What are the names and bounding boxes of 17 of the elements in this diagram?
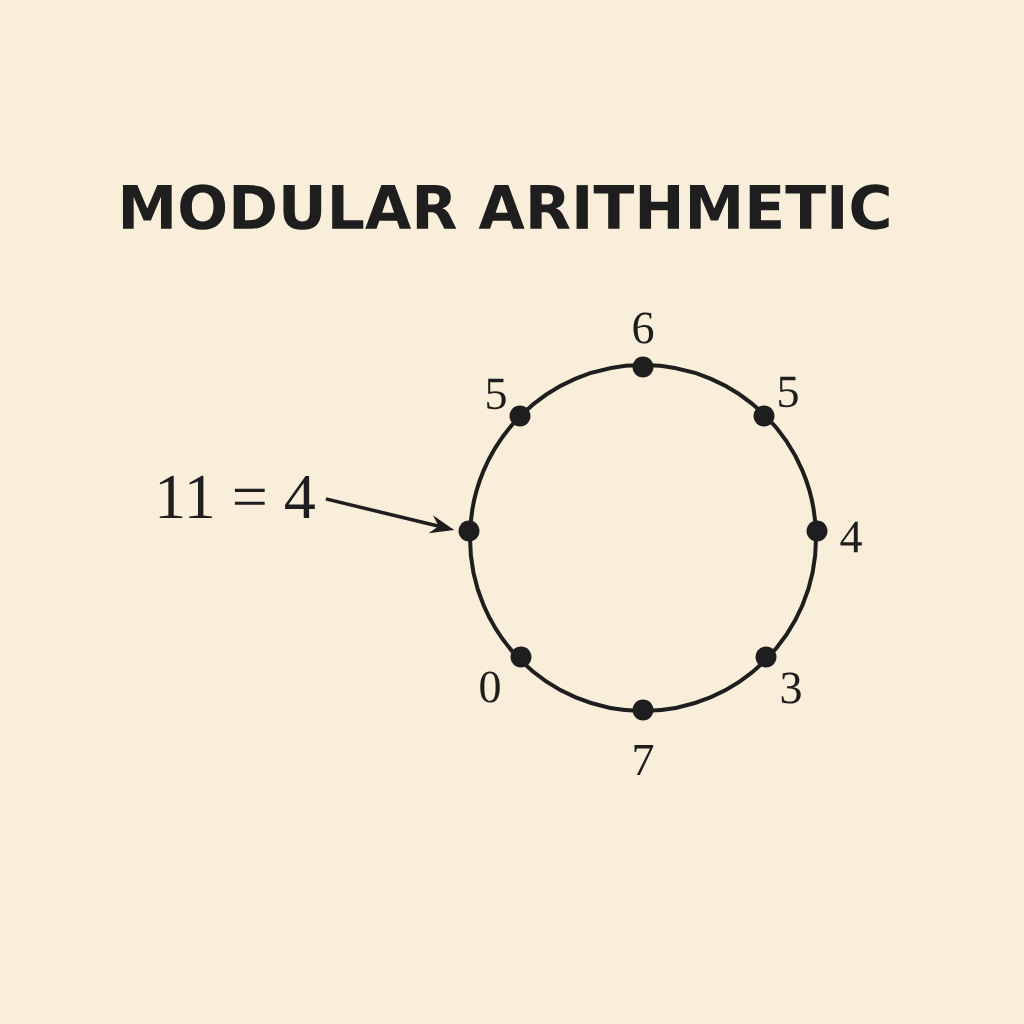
- number-label: 7: [634, 744, 654, 776]
- point-dot: [632, 356, 654, 378]
- point-dot: [509, 405, 531, 427]
- number-label: 4: [840, 521, 862, 553]
- point-dot: [510, 646, 532, 668]
- number-label: 5: [779, 376, 798, 408]
- number-label: 0: [480, 671, 500, 703]
- point-dot: [806, 520, 828, 542]
- point-dot: [458, 520, 480, 542]
- number-label: 6: [633, 312, 654, 344]
- point-dot: [632, 699, 654, 721]
- point-dot: [755, 646, 777, 668]
- number-label: 3: [781, 672, 801, 704]
- point-dot: [753, 405, 775, 427]
- title: MODULAR ARITHMETIC: [122, 184, 889, 230]
- number-label: 5: [487, 378, 506, 410]
- equation-text: 11 = 4: [159, 475, 315, 519]
